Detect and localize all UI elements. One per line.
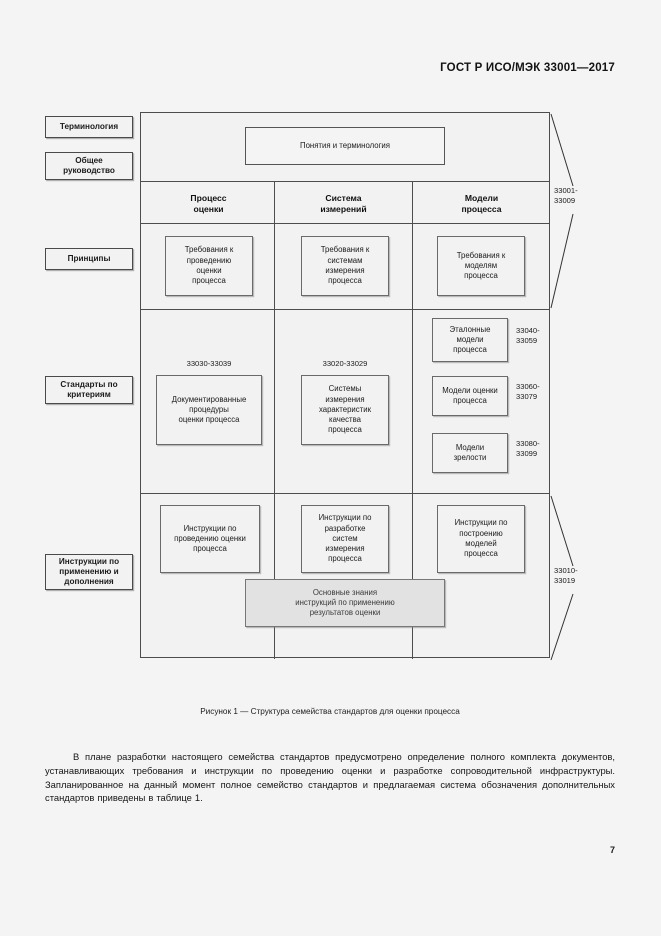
- range-label-33040-33059: 33040- 33059: [516, 326, 540, 346]
- side-label-application-instructions: Инструкции по применению и дополнения: [45, 554, 133, 590]
- node-maturity-models: Модели зрелости: [432, 433, 508, 473]
- node-documented-assessment-procedures: Документированные процедуры оценки проце…: [156, 375, 262, 445]
- node-core-knowledge-application-results: Основные знания инструкций по применению…: [245, 579, 445, 627]
- side-label-criteria-standards: Стандарты по критериям: [45, 376, 133, 404]
- column-title-process-models: Модели процесса: [461, 193, 502, 215]
- range-label-33060-33079: 33060- 33079: [516, 382, 540, 402]
- diagram-grid: Понятия и терминология Процесс оценки Си…: [140, 112, 550, 659]
- grid-hline-1: [141, 181, 549, 182]
- brace-label-33010-33019: 33010- 33019: [554, 566, 578, 586]
- page-number: 7: [609, 845, 615, 855]
- column-title-assessment-process: Процесс оценки: [190, 193, 227, 215]
- node-instructions-conducting-assessment: Инструкции по проведению оценки процесса: [160, 505, 260, 573]
- range-label-33020-33029: 33020-33029: [322, 359, 368, 368]
- side-label-general-guidance: Общее руководство: [45, 152, 133, 180]
- side-label-principles: Принципы: [45, 248, 133, 270]
- figure-1-diagram: Терминология Общее руководство Принципы …: [45, 108, 625, 668]
- node-process-assessment-models: Модели оценки процесса: [432, 376, 508, 416]
- grid-vline-1a: [274, 181, 275, 493]
- node-requirements-assessment-process: Требования к проведению оценки процесса: [165, 236, 253, 296]
- column-title-measurement-system: Система измерений: [320, 193, 367, 215]
- grid-hline-4: [141, 493, 549, 494]
- node-instructions-building-process-models: Инструкции по построению моделей процесс…: [437, 505, 525, 573]
- body-paragraph: В плане разработки настоящего семейства …: [45, 751, 615, 804]
- grid-vline-2b: [412, 493, 413, 659]
- node-concepts-terminology: Понятия и терминология: [245, 127, 445, 165]
- grid-vline-2a: [412, 181, 413, 493]
- brace-label-33001-33009: 33001- 33009: [554, 186, 578, 206]
- node-process-quality-measurement-systems: Системы измерения характеристик качества…: [301, 375, 389, 445]
- range-label-33080-33099: 33080- 33099: [516, 439, 540, 459]
- figure-caption: Рисунок 1 — Структура семейства стандарт…: [200, 707, 460, 716]
- side-label-terminology: Терминология: [45, 116, 133, 138]
- node-requirements-process-models: Требования к моделям процесса: [437, 236, 525, 296]
- node-instructions-measurement-systems-development: Инструкции по разработке систем измерени…: [301, 505, 389, 573]
- node-requirements-measurement-systems: Требования к системам измерения процесса: [301, 236, 389, 296]
- brace-connector-lines: [550, 113, 574, 661]
- grid-hline-3: [141, 309, 549, 310]
- document-standard-header: ГОСТ Р ИСО/МЭК 33001—2017: [440, 62, 615, 74]
- grid-vline-1b: [274, 493, 275, 659]
- node-reference-process-models: Эталонные модели процесса: [432, 318, 508, 362]
- range-label-33030-33039: 33030-33039: [186, 359, 232, 368]
- grid-hline-2: [141, 223, 549, 224]
